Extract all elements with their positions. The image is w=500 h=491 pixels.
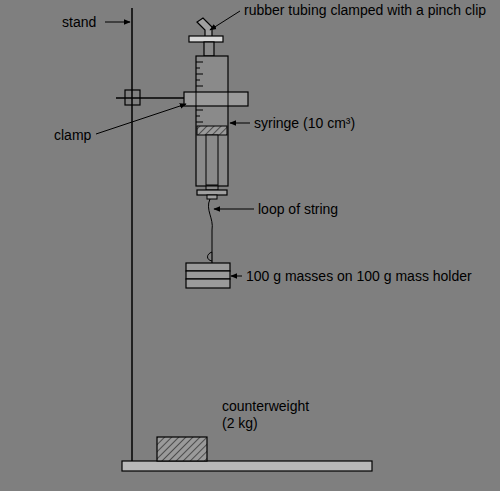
- part-label: syringe (10 cm³): [254, 115, 355, 132]
- syringe-barrel: [196, 56, 228, 186]
- pinch-clip: [189, 36, 223, 42]
- plunger-rod: [206, 135, 218, 185]
- plunger-stopper: [197, 126, 227, 135]
- clamp-boss: [125, 90, 140, 105]
- part-label: clamp: [54, 127, 91, 144]
- stand-rod: [131, 8, 133, 461]
- part-label: 100 g masses on 100 g mass holder: [246, 268, 472, 285]
- plunger-flange: [197, 190, 227, 195]
- string-loop: [208, 199, 213, 261]
- syringe-nozzle: [204, 42, 214, 56]
- masses: [186, 263, 230, 288]
- part-label: stand: [62, 14, 96, 31]
- stand-base: [122, 461, 372, 471]
- part-label: rubber tubing clamped with a pinch clip: [244, 2, 486, 19]
- leader-lines: [96, 11, 254, 276]
- clamp-jaws: [184, 92, 248, 106]
- counterweight: [157, 437, 207, 461]
- clamp-bar: [116, 97, 185, 99]
- part-label: loop of string: [258, 201, 338, 218]
- part-label: counterweight (2 kg): [222, 398, 322, 432]
